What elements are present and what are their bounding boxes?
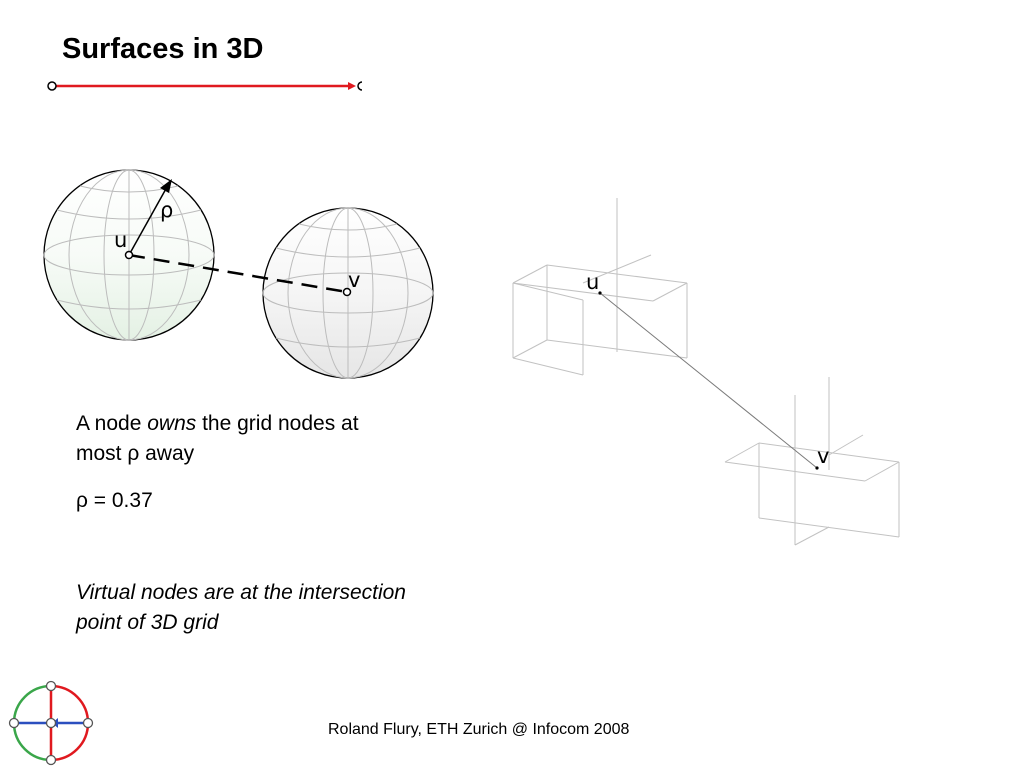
virtual-nodes-text: Virtual nodes are at the intersection po…	[76, 581, 406, 634]
node-u-label: u	[114, 228, 127, 252]
rho-value-text: ρ = 0.37	[76, 489, 153, 512]
grid-3d-diagram	[512, 198, 900, 546]
rho-radius-arrow	[128, 186, 168, 256]
slide-title: Surfaces in 3D	[62, 33, 264, 65]
rule-start-node	[47, 81, 57, 91]
node-v-left	[342, 287, 352, 297]
dashed-edge-u-v	[128, 253, 348, 294]
ownership-text: A node owns the grid nodes at most ρ awa…	[76, 409, 376, 469]
rule-end-node	[357, 81, 363, 91]
node-u-left	[124, 250, 134, 260]
ownership-text-post: the grid nodes at most ρ away	[76, 412, 359, 465]
title-underline-rule	[47, 81, 363, 91]
grid-node-u	[598, 291, 602, 295]
grid-v-label: v	[817, 444, 829, 468]
slide-footer: Roland Flury, ETH Zurich @ Infocom 2008	[328, 721, 630, 738]
grid-u-label: u	[586, 270, 599, 294]
network-logo-icon	[8, 680, 94, 766]
rule-arrowhead	[348, 82, 356, 90]
ownership-text-pre: A node	[76, 412, 148, 435]
rho-arrowhead	[160, 179, 172, 193]
ownership-text-emphasis: owns	[147, 412, 197, 435]
node-v-label: v	[348, 268, 360, 292]
rho-label: ρ	[160, 198, 173, 222]
grid-node-v	[815, 466, 819, 470]
grid-edge-u-v	[599, 292, 818, 469]
